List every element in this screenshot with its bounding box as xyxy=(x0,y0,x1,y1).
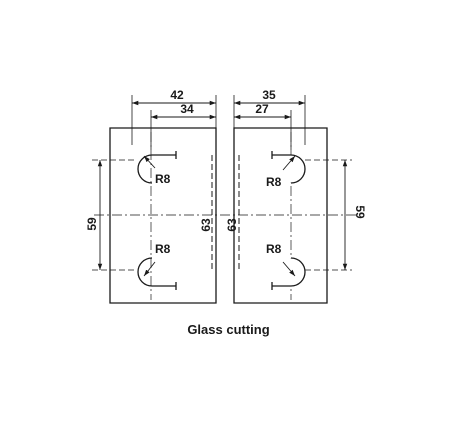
right-r8-top-leader xyxy=(282,155,296,171)
right-dim-outer-width-label: 35 xyxy=(262,88,276,102)
left-glass-plate xyxy=(92,95,217,304)
drawing-caption: Glass cutting xyxy=(187,322,270,337)
left-radius-bottom-label: R8 xyxy=(155,242,171,256)
center-lines xyxy=(94,132,356,300)
left-r8-top-leader xyxy=(143,155,156,169)
right-dim-height-label: 63 xyxy=(225,218,239,232)
left-dim-hole-spacing-label: 59 xyxy=(85,217,99,231)
left-dim-height-label: 63 xyxy=(199,218,213,232)
right-dim-hole-spacing-label: 59 xyxy=(353,205,367,219)
right-radius-top-label: R8 xyxy=(266,175,282,189)
right-glass-plate xyxy=(233,95,352,304)
left-r8-bottom-leader xyxy=(143,261,156,277)
left-lower-slot xyxy=(137,257,176,287)
left-dim-outer-width-label: 42 xyxy=(170,88,184,102)
right-upper-slot xyxy=(272,154,306,184)
right-dim-inner-width-label: 27 xyxy=(255,102,269,116)
right-plate-outline xyxy=(233,127,328,304)
right-lower-slot xyxy=(272,257,306,287)
right-r8-bottom-leader xyxy=(282,261,296,277)
right-radius-bottom-label: R8 xyxy=(266,242,282,256)
left-plate-outline xyxy=(109,127,217,304)
left-dim-inner-width-label: 34 xyxy=(180,102,194,116)
left-radius-top-label: R8 xyxy=(155,172,171,186)
